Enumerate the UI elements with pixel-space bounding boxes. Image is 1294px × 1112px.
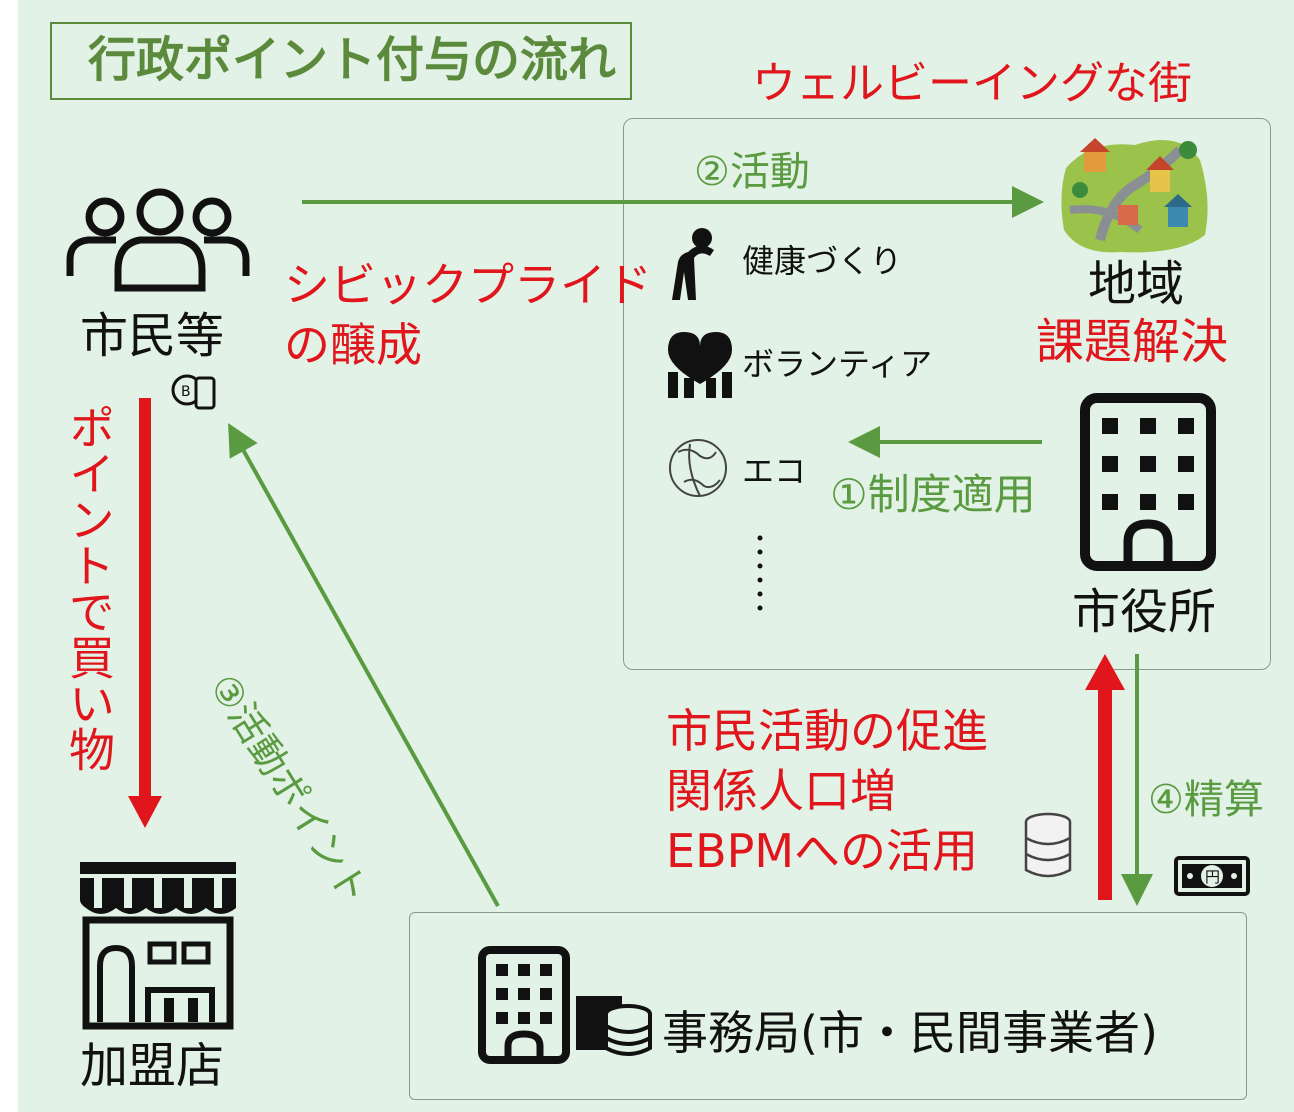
server-database-icon [576,996,652,1056]
secretariat-label: 事務局(市・民間事業者) [662,1006,1158,1060]
coin-phone-icon: B [171,374,216,410]
money-bill-icon: 円 [1174,856,1250,896]
system-apply-label: ①制度適用 [830,470,1036,519]
civic-pride-line1: シビックプライド [284,258,652,312]
activity-points-arrow [228,423,500,907]
eco-globe-icon [669,439,727,497]
town-map-icon [1061,138,1208,253]
promotion-line3: EBPMへの活用 [666,824,979,878]
wellbeing-town-panel [623,118,1271,670]
city-hall-label: 市役所 [1072,584,1217,640]
promotion-line2: 関係人口増 [666,764,896,818]
issue-solving-label: 課題解決 [1036,314,1229,370]
diagram-title: 行政ポイント付与の流れ [88,32,617,88]
ellipsis-dots [757,535,763,611]
civic-pride-line2: の醸成 [284,318,422,372]
database-icon [1024,812,1072,878]
svg-text:円: 円 [1205,868,1220,886]
wellbeing-town-label: ウェルビーイングな街 [752,58,1192,109]
store-icon [80,862,236,1030]
eco-label: エコ [742,452,807,490]
title-box [50,22,632,100]
exercise-icon [672,228,714,300]
volunteer-hands-icon [668,332,732,398]
settlement-label: ④精算 [1148,777,1264,823]
citizens-label: 市民等 [80,308,225,364]
shopping-label: ポイントで買い物 [62,404,116,772]
svg-text:B: B [181,384,191,400]
volunteer-label: ボランティア [742,345,933,383]
health-label: 健康づくり [742,242,903,280]
secretariat-box [409,912,1247,1100]
region-label: 地域 [1088,256,1185,312]
promotion-line1: 市民活動の促進 [666,704,988,758]
data-utilization-arrow [1085,654,1125,900]
city-hall-icon [1080,393,1216,571]
people-icon [66,188,250,292]
store-label: 加盟店 [80,1038,225,1094]
office-building-icon [478,946,570,1064]
shopping-arrow [128,398,162,828]
activity-label: ②活動 [694,149,810,195]
